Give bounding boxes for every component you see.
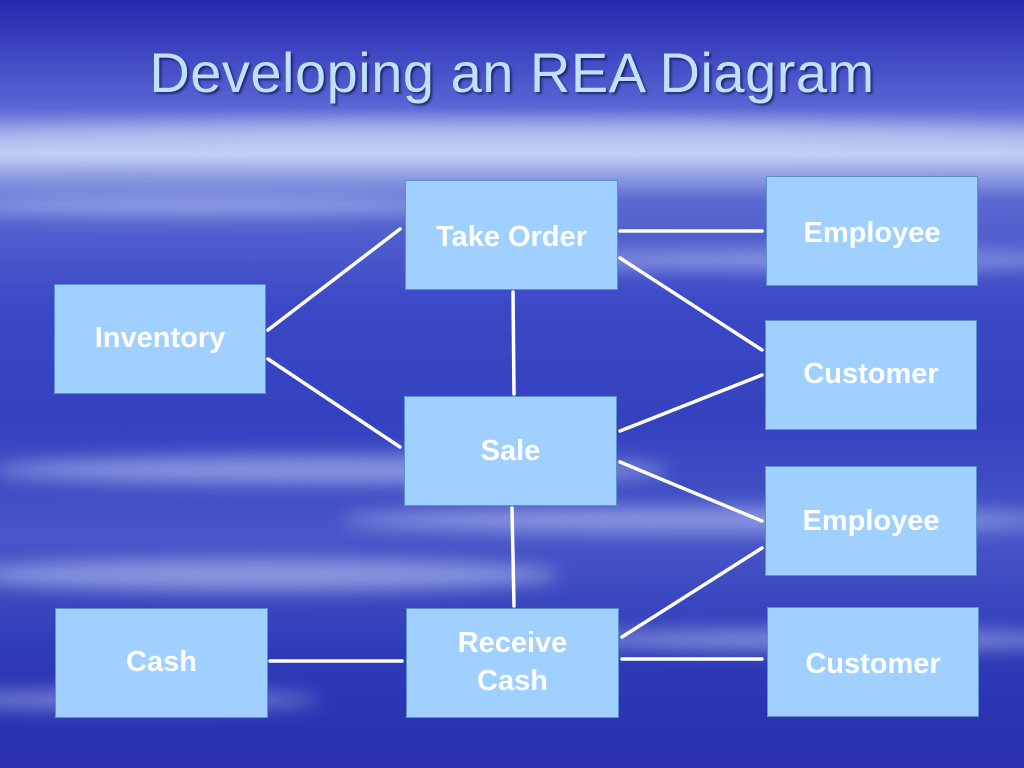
link-receive-cash-employee <box>620 546 764 639</box>
slide-title: Developing an REA Diagram <box>149 41 875 104</box>
node-customer-bottom: Customer <box>767 607 979 717</box>
link-take-order-sale <box>511 290 516 396</box>
node-cash: Cash <box>55 608 268 718</box>
link-sale-customer <box>618 373 764 433</box>
link-inventory-take-order <box>266 227 402 332</box>
node-receive-cash: Receive Cash <box>406 608 619 718</box>
node-take-order: Take Order <box>405 180 618 290</box>
node-receive-cash-line2: Cash <box>477 665 548 697</box>
link-inventory-sale <box>266 357 402 449</box>
node-receive-cash-label: Receive Cash <box>458 625 568 700</box>
link-sale-receive-cash <box>510 506 516 608</box>
node-cash-label: Cash <box>126 646 197 679</box>
node-customer-top: Customer <box>765 320 977 430</box>
node-employee-bottom-label: Employee <box>802 505 940 537</box>
link-sale-employee <box>618 460 764 523</box>
node-sale-label: Sale <box>480 435 541 467</box>
node-sale: Sale <box>404 396 617 506</box>
node-customer-top-label: Customer <box>803 358 939 391</box>
node-inventory: Inventory <box>54 284 266 394</box>
node-receive-cash-line1: Receive <box>457 627 568 660</box>
node-employee-top-label: Employee <box>803 217 941 249</box>
node-employee-bottom: Employee <box>765 466 977 576</box>
link-take-order-customer <box>618 256 764 352</box>
node-employee-top: Employee <box>766 176 978 286</box>
node-inventory-label: Inventory <box>94 322 226 355</box>
node-customer-bottom-label: Customer <box>805 648 941 680</box>
node-take-order-label: Take Order <box>436 221 587 253</box>
